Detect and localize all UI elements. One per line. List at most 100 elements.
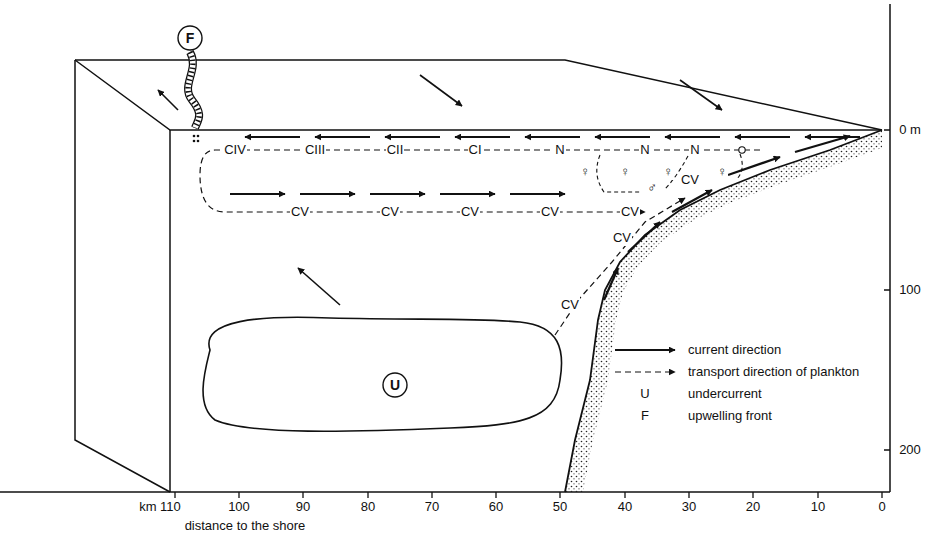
front-rope — [188, 52, 199, 128]
distance-axis — [0, 491, 890, 493]
sex-symbol: ♂ — [646, 180, 658, 196]
distance-value: 20 — [745, 499, 761, 515]
current-arrow — [672, 190, 712, 212]
distance-value: 40 — [617, 499, 633, 515]
legend-letter: F — [640, 408, 650, 424]
plankton-path — [555, 198, 685, 335]
distance-tick — [559, 492, 560, 498]
axis-title: distance to the shore — [184, 518, 307, 534]
front-marker: F — [177, 25, 203, 51]
current-arrow — [595, 136, 650, 138]
sex-symbol: ♀ — [716, 164, 728, 180]
stage-label: CV — [680, 172, 700, 188]
distance-value: 70 — [424, 499, 440, 515]
front-rope — [188, 52, 199, 128]
undercurrent-marker: U — [382, 372, 408, 398]
stage-label: CIV — [223, 142, 247, 158]
distance-tick — [174, 492, 175, 498]
stage-label: CIII — [304, 142, 326, 158]
sex-symbol: ♀ — [619, 164, 631, 180]
distance-tick — [881, 492, 882, 498]
depth-value: 200 — [898, 442, 922, 458]
stage-label: CV — [560, 297, 580, 313]
distance-tick — [431, 492, 432, 498]
current-arrow — [728, 157, 780, 175]
circle-outline — [383, 373, 407, 397]
current-arrow — [300, 193, 355, 195]
depth-axis — [889, 4, 891, 492]
node-letter: U — [390, 377, 400, 393]
stage-label: CII — [386, 142, 405, 158]
distance-value: 10 — [810, 499, 826, 515]
current-arrow — [455, 136, 510, 138]
distance-tick — [688, 492, 689, 498]
current-arrow — [298, 268, 340, 305]
undercurrent-outline — [203, 317, 562, 431]
node-letter: F — [186, 30, 195, 46]
distance-tick — [624, 492, 625, 498]
current-arrow — [735, 136, 790, 138]
depth-value: 100 — [898, 282, 922, 298]
current-arrow — [604, 268, 618, 300]
current-arrow — [510, 193, 565, 195]
distance-tick — [367, 492, 368, 498]
stage-label: CV — [460, 204, 480, 220]
current-arrow — [628, 222, 660, 252]
current-arrow — [440, 193, 495, 195]
front-face-edge — [169, 130, 171, 492]
legend-text: current direction — [688, 342, 781, 358]
left-face-edge — [75, 60, 170, 492]
current-arrow — [420, 75, 462, 106]
depth-value: 0 m — [898, 122, 922, 138]
depth-ticks — [884, 130, 890, 450]
sediment — [565, 130, 882, 492]
distance-tick — [495, 492, 496, 498]
sex-symbol: ♀ — [579, 164, 591, 180]
legend-transport-sample — [615, 371, 675, 372]
current-arrow — [245, 136, 300, 138]
distance-tick — [752, 492, 753, 498]
stage-label: CV — [612, 230, 632, 246]
distance-value: 80 — [360, 499, 376, 515]
legend-text: upwelling front — [688, 408, 772, 424]
legend-letter: U — [639, 386, 650, 402]
sex-symbol: ♀ — [662, 164, 674, 180]
current-arrow — [230, 193, 285, 195]
plankton-loop — [736, 154, 742, 180]
front-dot — [193, 135, 196, 138]
distance-tick — [817, 492, 818, 498]
stage-label: CV — [540, 204, 560, 220]
stage-label: N — [639, 142, 650, 158]
distance-tick — [238, 492, 239, 498]
distance-value: 50 — [552, 499, 568, 515]
legend-text: transport direction of plankton — [688, 364, 859, 380]
distance-value: 90 — [295, 499, 311, 515]
distance-value: 0 — [877, 499, 886, 515]
distance-tick — [302, 492, 303, 498]
current-arrow — [158, 90, 178, 110]
current-arrow — [680, 80, 722, 110]
current-arrow — [385, 136, 440, 138]
front-rope — [188, 52, 199, 128]
current-arrow — [665, 136, 720, 138]
legend-text: undercurrent — [688, 386, 762, 402]
current-arrow — [370, 193, 425, 195]
stage-label: CV — [290, 204, 310, 220]
legend-current-sample — [615, 349, 675, 351]
stage-label: N — [689, 142, 700, 158]
sea-floor — [565, 130, 882, 492]
distance-value: 100 — [227, 499, 251, 515]
stage-label: CV — [620, 204, 640, 220]
front-dot — [197, 135, 200, 138]
plankton-path — [200, 150, 760, 212]
current-arrow — [795, 136, 850, 152]
current-arrow — [525, 136, 580, 138]
front-dot — [197, 140, 200, 143]
stage-label: CV — [380, 204, 400, 220]
egg-symbol — [739, 147, 745, 153]
plankton-loop — [597, 155, 640, 192]
stage-label: CI — [468, 142, 483, 158]
